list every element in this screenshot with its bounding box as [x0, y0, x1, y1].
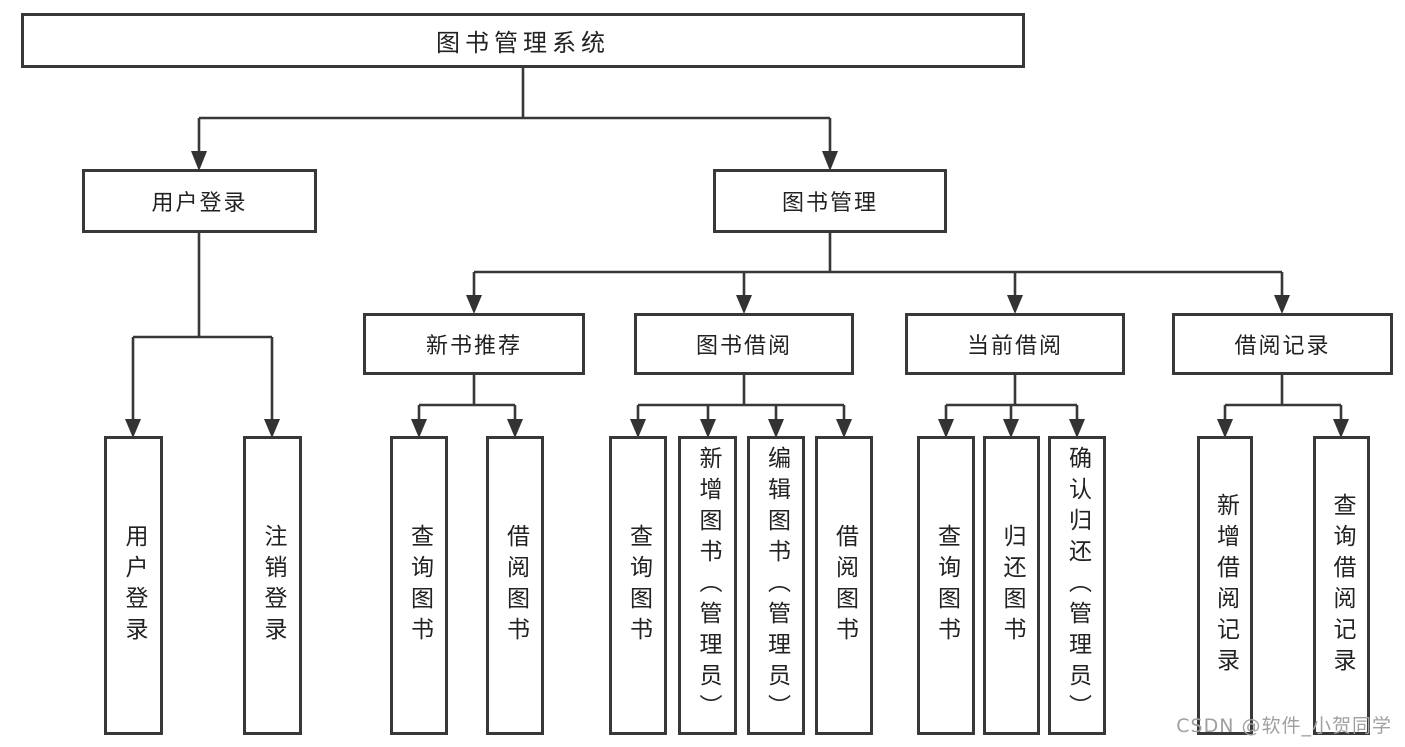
node-label: 编辑图书（管理员） — [763, 446, 790, 725]
node-leaf-query-books-recommend: 查询图书 — [390, 436, 448, 735]
node-leaf-query-books-borrowing: 查询图书 — [609, 436, 667, 735]
csdn-watermark: CSDN @软件_小贺同学 — [1176, 715, 1392, 737]
node-leaf-borrow-books-recommend: 借阅图书 — [486, 436, 544, 735]
node-label: 新增借阅记录 — [1212, 492, 1239, 679]
node-label: 用户登录 — [151, 191, 248, 216]
node-leaf-confirm-return-admin: 确认归还（管理员） — [1048, 436, 1106, 735]
node-book-management: 图书管理 — [713, 169, 947, 233]
node-label: 查询图书 — [933, 523, 960, 648]
node-label: 查询借阅记录 — [1329, 492, 1355, 679]
node-label: 图书借阅 — [695, 334, 792, 359]
node-label: 图书管理系统 — [436, 29, 610, 57]
node-leaf-logout: 注销登录 — [243, 436, 302, 735]
node-label: 借阅图书 — [502, 523, 529, 648]
node-label: 借阅记录 — [1234, 334, 1331, 359]
node-leaf-return-books: 归还图书 — [983, 436, 1040, 735]
node-user-login: 用户登录 — [82, 169, 317, 233]
node-label: 新增图书（管理员） — [695, 446, 721, 725]
node-label: 注销登录 — [260, 523, 286, 648]
node-leaf-query-borrow-record: 查询借阅记录 — [1313, 436, 1370, 735]
node-book-borrowing: 图书借阅 — [634, 313, 854, 375]
node-label: 借阅图书 — [831, 523, 858, 648]
node-label: 新书推荐 — [425, 334, 522, 359]
node-label: 图书管理 — [781, 191, 878, 216]
node-library-management-system: 图书管理系统 — [21, 13, 1025, 68]
node-leaf-borrow-books: 借阅图书 — [815, 436, 873, 735]
node-new-book-recommend: 新书推荐 — [363, 313, 585, 375]
node-label: 查询图书 — [406, 523, 433, 648]
node-borrow-records: 借阅记录 — [1172, 313, 1393, 375]
node-label: 当前借阅 — [966, 334, 1063, 359]
node-leaf-add-books-admin: 新增图书（管理员） — [678, 436, 737, 735]
node-leaf-user-login: 用户登录 — [104, 436, 163, 735]
node-label: 查询图书 — [625, 523, 652, 648]
node-label: 归还图书 — [999, 523, 1025, 648]
node-label: 用户登录 — [121, 523, 147, 648]
node-leaf-add-borrow-record: 新增借阅记录 — [1197, 436, 1253, 735]
node-leaf-query-books-current: 查询图书 — [917, 436, 975, 735]
node-leaf-edit-books-admin: 编辑图书（管理员） — [747, 436, 805, 735]
node-label: 确认归还（管理员） — [1064, 446, 1091, 725]
node-current-borrowing: 当前借阅 — [905, 313, 1125, 375]
